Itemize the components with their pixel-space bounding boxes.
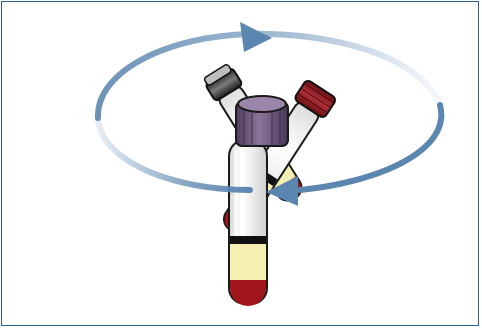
rotation-arrow-front <box>95 102 445 206</box>
arrowhead-bottom-icon <box>266 176 298 206</box>
black-cap-icon <box>203 64 243 102</box>
tube-center <box>228 95 289 306</box>
arrowhead-top-icon <box>240 22 272 52</box>
red-cap-icon <box>294 80 336 118</box>
purple-cap-icon <box>235 95 289 147</box>
rotation-arrow-back <box>94 22 443 121</box>
